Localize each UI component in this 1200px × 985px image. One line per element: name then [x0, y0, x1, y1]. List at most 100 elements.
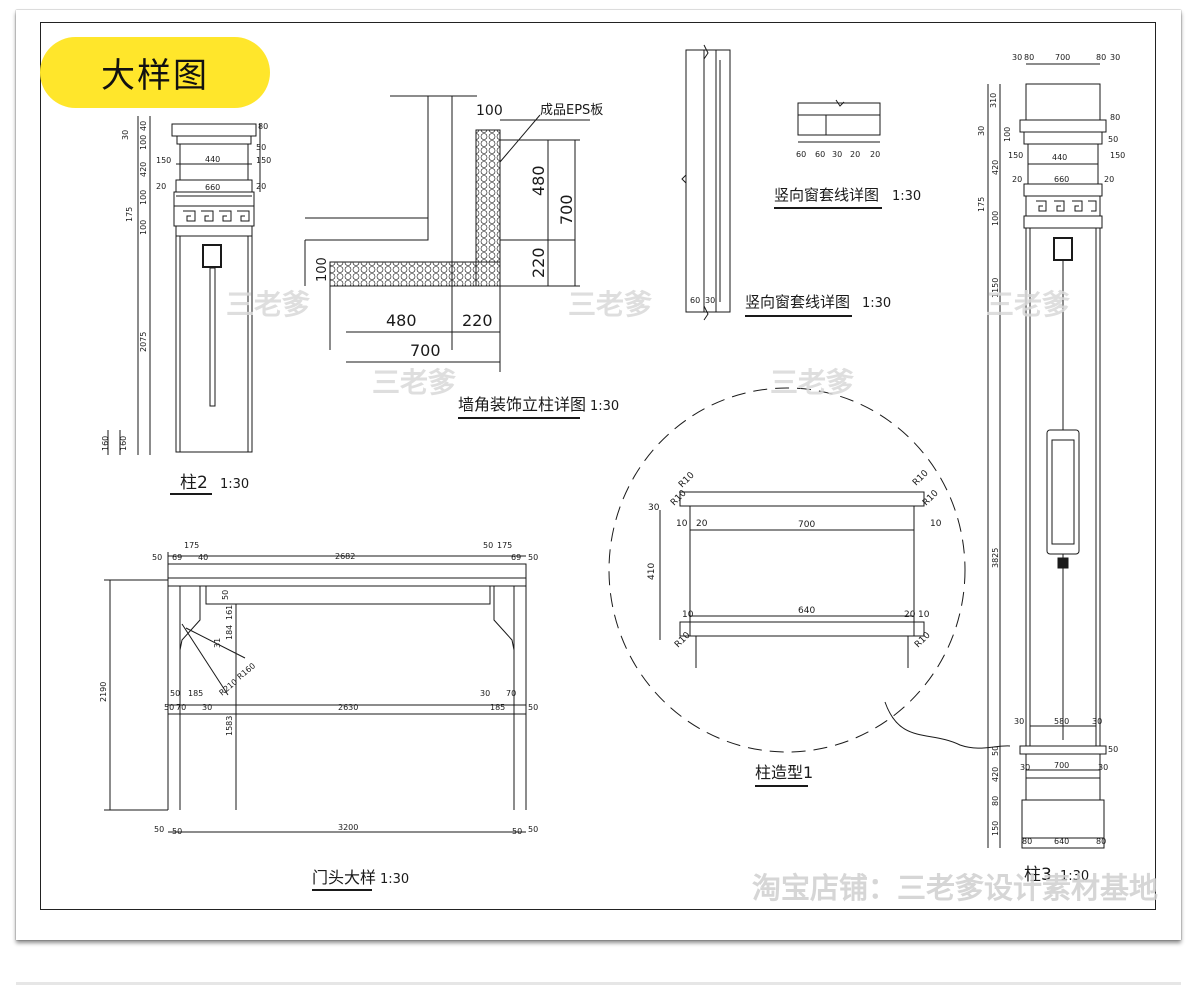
dim-label: 220 [529, 247, 548, 278]
dim-label: 50 [221, 590, 230, 600]
dim-label: 175 [497, 541, 512, 550]
dim-label: 100 [1003, 127, 1012, 142]
scale-column-2: 1:30 [220, 477, 249, 492]
eps-hatch [329, 129, 501, 287]
dim-label: 30 [1110, 53, 1120, 62]
dim-label: 185 [490, 703, 505, 712]
dim-label: 1150 [991, 278, 1000, 298]
dim-label: 3825 [991, 548, 1000, 568]
dim-label: 70 [176, 703, 186, 712]
dim-label: 150 [991, 821, 1000, 836]
dim-label: 2682 [335, 552, 355, 561]
watermark: 三老爹 [372, 366, 456, 399]
watermark: 三老爹 [568, 288, 652, 321]
dim-label: 700 [410, 341, 441, 360]
dim-label: 10 [918, 610, 930, 620]
dim-label: 80 [1110, 113, 1120, 122]
dim-label: 50 [172, 827, 182, 836]
dim-label: 220 [462, 311, 493, 330]
window-trim-section-1 [681, 44, 731, 321]
dim-label: 660 [205, 183, 220, 192]
dim-label: 50 [528, 553, 538, 562]
dim-label: 420 [139, 162, 148, 177]
dim-label: 31 [213, 638, 222, 648]
dim-label: 660 [1054, 175, 1069, 184]
dim-label: 30 [1092, 717, 1102, 726]
dim-label: 2190 [99, 682, 108, 702]
dim-label: 80 [1096, 837, 1106, 846]
dim-label: 700 [1055, 53, 1070, 62]
dim-label: 175 [125, 207, 134, 222]
shop-watermark: 淘宝店铺：三老爹设计素材基地 [752, 871, 1158, 905]
dim-label: 150 [1008, 151, 1023, 160]
scale-window-trim-2: 1:30 [862, 296, 891, 311]
dim-label: 50 [1108, 745, 1118, 754]
dim-label: 50 [991, 746, 1000, 756]
dim-label: 30 [1098, 763, 1108, 772]
dim-label: 440 [1052, 153, 1067, 162]
dim-label: 20 [156, 182, 166, 191]
dim-label: 100 [476, 103, 503, 119]
dim-label: R160 [236, 661, 258, 681]
dim-label: 20 [850, 150, 860, 159]
dim-label: 161 [225, 605, 234, 620]
drawing-frame [40, 22, 1156, 910]
dim-label: 30 [977, 126, 986, 136]
dim-label: 410 [647, 563, 657, 580]
drawing-sheet [16, 10, 1181, 940]
dim-label: 700 [1054, 761, 1069, 770]
dim-label: 310 [989, 93, 998, 108]
dim-label: 640 [798, 606, 815, 616]
dim-label: 480 [529, 165, 548, 196]
dim-label: 150 [256, 156, 271, 165]
title-door-head: 门头大样 [312, 868, 376, 887]
scale-corner-column: 1:30 [590, 399, 619, 414]
column-2-dims: 30 40 100 150 420 20 100 175 100 2075 16… [101, 121, 271, 451]
dim-label: 69 [511, 553, 521, 562]
dim-label: 2630 [338, 703, 358, 712]
dim-label: 30 [705, 296, 715, 305]
dim-label: 30 [121, 130, 130, 140]
dim-label: 50 [528, 825, 538, 834]
title-window-trim-2: 竖向窗套线详图 [745, 293, 850, 311]
scale-door-head: 1:30 [380, 872, 409, 887]
dim-label: 50 [256, 143, 266, 152]
dim-label: 10 [682, 610, 694, 620]
dim-label: 185 [188, 689, 203, 698]
dim-label: 10 [676, 519, 688, 529]
page-bottom-strip [16, 982, 1181, 985]
dim-label: 150 [1110, 151, 1125, 160]
column-3-elevation [987, 63, 1107, 849]
dim-label: R10 [669, 488, 689, 508]
dim-label: 30 [1020, 763, 1030, 772]
dim-label: 1583 [225, 716, 234, 736]
dim-label: 80 [1024, 53, 1034, 62]
dim-label: 100 [139, 190, 148, 205]
dim-label: 175 [184, 541, 199, 550]
dim-label: 100 [315, 257, 330, 282]
dim-label: 80 [258, 122, 268, 131]
dim-label: R10 [677, 470, 697, 490]
dim-label: 100 [991, 211, 1000, 226]
dim-label: 420 [991, 767, 1000, 782]
dim-label: 40 [198, 553, 208, 562]
dim-label: 420 [991, 160, 1000, 175]
dim-label: 80 [1022, 837, 1032, 846]
dim-label: 60 [796, 150, 806, 159]
dim-label: 20 [904, 610, 916, 620]
title-badge: 大样图 [40, 37, 270, 108]
dim-label: 20 [870, 150, 880, 159]
dim-label: 20 [1012, 175, 1022, 184]
dim-label: 3200 [338, 823, 358, 832]
corner-column-detail [304, 95, 590, 372]
dim-label: 30 [1014, 717, 1024, 726]
dim-label: 20 [256, 182, 266, 191]
dim-label: 700 [557, 194, 576, 225]
dim-label: R10 [921, 488, 941, 508]
dim-label: 30 [480, 689, 490, 698]
dim-label: 70 [506, 689, 516, 698]
column-shape-1 [608, 387, 1011, 753]
dim-label: 480 [386, 311, 417, 330]
dim-label: 50 [164, 703, 174, 712]
